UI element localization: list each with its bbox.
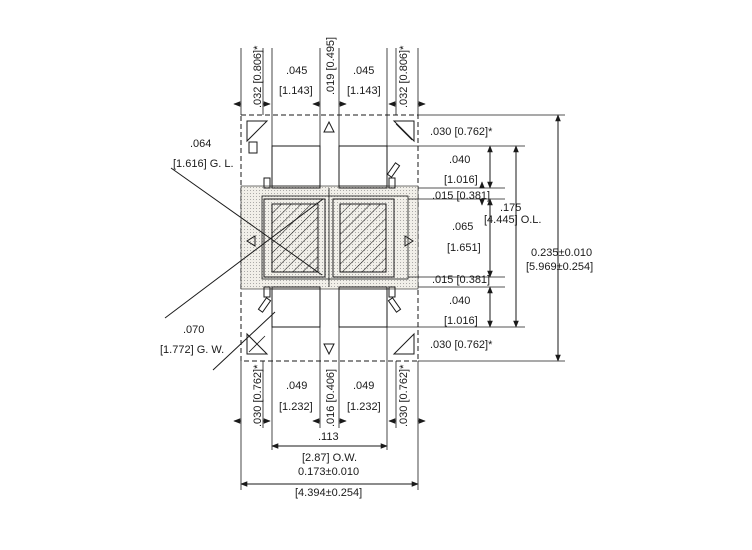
dim-top-045-left: .045 <box>286 65 307 77</box>
pad-bottom-right <box>338 286 388 328</box>
hatched-area-right <box>339 203 387 273</box>
pad-top-right <box>338 145 388 189</box>
dim-right-040-bot: .040 <box>449 295 470 307</box>
dim-top-045-right: .045 <box>353 65 374 77</box>
dim-width-4394: [4.394±0.254] <box>295 487 362 499</box>
corner-triangle-tl <box>246 120 269 143</box>
dim-right-175: .175 <box>500 202 521 214</box>
dim-right-065: .065 <box>452 221 473 233</box>
pad-bottom-left <box>271 286 321 328</box>
dim-top-032-right: .032 [0.806]* <box>398 45 410 108</box>
dim-gw-label: [1.772] G. W. <box>160 344 224 356</box>
dimension-labels: .032 [0.806]* .019 [0.495] .032 [0.806]*… <box>160 37 593 499</box>
hatched-area-left <box>271 203 319 273</box>
dim-right-030-bot: .030 [0.762]* <box>430 339 493 351</box>
dim-gl-label: [1.616] G. L. <box>173 158 234 170</box>
pad-top-left <box>271 145 321 189</box>
dim-right-1016-top: [1.016] <box>444 174 478 186</box>
extension-lines <box>240 48 565 490</box>
dim-ow-value: .113 <box>318 431 339 443</box>
triangle-bottom-down <box>323 343 335 356</box>
dim-top-032-left: .032 [0.806]* <box>252 45 264 108</box>
dim-right-ol: [4.445] O.L. <box>484 214 541 226</box>
dim-bot-049-right: .049 <box>353 380 374 392</box>
dim-right-030-top: .030 [0.762]* <box>430 126 493 138</box>
dim-top-1143-left: [1.143] <box>279 85 313 97</box>
dim-width-173: 0.173±0.010 <box>298 466 359 478</box>
dim-bot-030-left: .030 [0.762]* <box>252 364 264 427</box>
dim-bot-016: .016 [0.406] <box>325 369 337 427</box>
dim-right-1651: [1.651] <box>447 242 481 254</box>
dim-right-235: 0.235±0.010 <box>531 247 592 259</box>
dim-gw-value: .070 <box>183 324 204 336</box>
dim-gl-value: .064 <box>190 138 211 150</box>
triangle-left <box>246 235 256 247</box>
dim-bot-030-right: .030 [0.762]* <box>398 364 410 427</box>
dim-right-1016-bot: [1.016] <box>444 315 478 327</box>
dim-bot-1232-left: [1.232] <box>279 401 313 413</box>
dimension-lines <box>164 101 561 487</box>
dim-right-040-top: .040 <box>449 154 470 166</box>
dim-top-019: .019 [0.495] <box>325 37 337 95</box>
corner-triangle-tr <box>392 120 415 143</box>
dim-right-5969: [5.969±0.254] <box>526 261 593 273</box>
dim-bot-049-left: .049 <box>286 380 307 392</box>
triangle-top-up <box>323 120 335 133</box>
dim-top-1143-right: [1.143] <box>347 85 381 97</box>
triangle-right <box>404 235 414 247</box>
glass-band <box>240 185 419 290</box>
dim-right-015-bot: .015 [0.381] <box>432 274 490 286</box>
dim-ow-label: [2.87] O.W. <box>302 452 357 464</box>
package-body <box>240 114 419 362</box>
corner-triangle-br <box>392 332 415 355</box>
dim-right-015-top: .015 [0.381] <box>432 190 490 202</box>
dim-bot-1232-right: [1.232] <box>347 401 381 413</box>
